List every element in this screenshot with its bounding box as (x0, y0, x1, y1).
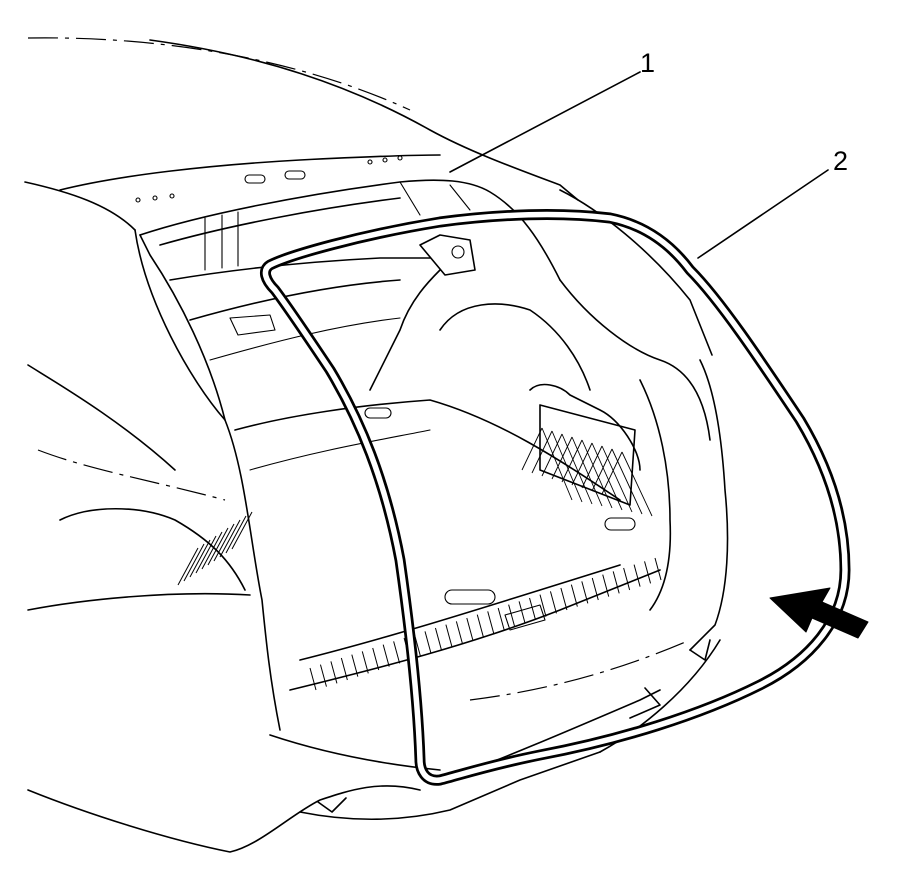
hatch-line (633, 564, 641, 587)
side-panel-hatching (177, 511, 253, 586)
hatch-line (424, 631, 432, 654)
hatch-line (225, 515, 247, 554)
hatch-line (551, 430, 583, 503)
hatch-line (541, 433, 563, 477)
hatch-line (177, 547, 199, 586)
hatch-line (623, 567, 631, 591)
hatch-line (591, 448, 613, 492)
hatch-line (382, 644, 390, 667)
hatch-line (581, 439, 613, 509)
liftgate-weatherstrip (259, 209, 851, 786)
hatch-line (531, 430, 553, 474)
direction-arrow-icon (769, 587, 869, 639)
hatch-line (521, 427, 543, 471)
hatch-line (570, 584, 578, 607)
sill-plate-hatching (309, 557, 662, 691)
hatch-line (549, 591, 557, 614)
hatch-line (351, 654, 359, 677)
cargo-interior (169, 234, 672, 691)
hatch-line (476, 614, 484, 637)
hatch-line (518, 601, 526, 624)
hatch-line (560, 587, 568, 611)
hatch-line (183, 543, 205, 582)
hatch-line (602, 574, 610, 597)
hatch-line (207, 527, 229, 566)
hatch-line (529, 597, 537, 621)
hatch-line (231, 511, 253, 550)
hatch-line (601, 451, 623, 495)
hatch-line (393, 641, 401, 664)
callout-2: 2 (833, 146, 848, 176)
hatch-line (361, 651, 369, 674)
cargo-net (521, 427, 653, 517)
hatch-line (591, 577, 599, 601)
hatch-line (445, 624, 453, 647)
hatch-line (539, 594, 547, 617)
hatch-line (581, 581, 589, 604)
callout-1: 1 (640, 48, 655, 78)
leader-line-1 (449, 71, 641, 173)
hatch-line (508, 604, 516, 627)
hatch-line (601, 445, 633, 513)
vehicle-body (24, 37, 729, 853)
hatch-line (571, 442, 593, 486)
leader-line-2 (697, 169, 829, 259)
hatch-line (654, 557, 662, 581)
hatch-line (466, 617, 474, 641)
hatch-line (319, 664, 327, 687)
hatch-line (309, 667, 317, 691)
hatch-line (195, 535, 217, 574)
hatch-line (571, 436, 603, 507)
hatch-line (340, 657, 348, 681)
hatch-line (213, 523, 235, 562)
hatch-line (330, 661, 338, 684)
hatch-line (219, 519, 241, 558)
hatch-line (591, 442, 623, 511)
body-opening-frame (139, 234, 711, 441)
hatch-line (541, 427, 573, 501)
leader-lines (449, 71, 829, 259)
hatch-line (189, 539, 211, 578)
hatch-line (561, 439, 583, 483)
hatch-line (621, 451, 653, 517)
roof-header (135, 155, 561, 281)
hatch-line (487, 611, 495, 634)
hatch-line (497, 607, 505, 631)
hatch-line (581, 445, 603, 489)
hatch-line (611, 448, 643, 515)
hatch-line (561, 433, 593, 505)
hatch-line (201, 531, 223, 570)
hatch-line (455, 621, 463, 644)
hatch-line (644, 561, 652, 584)
hatch-line (372, 647, 380, 671)
hatch-line (434, 627, 442, 651)
hatch-line (612, 571, 620, 594)
hatch-line (551, 436, 573, 480)
